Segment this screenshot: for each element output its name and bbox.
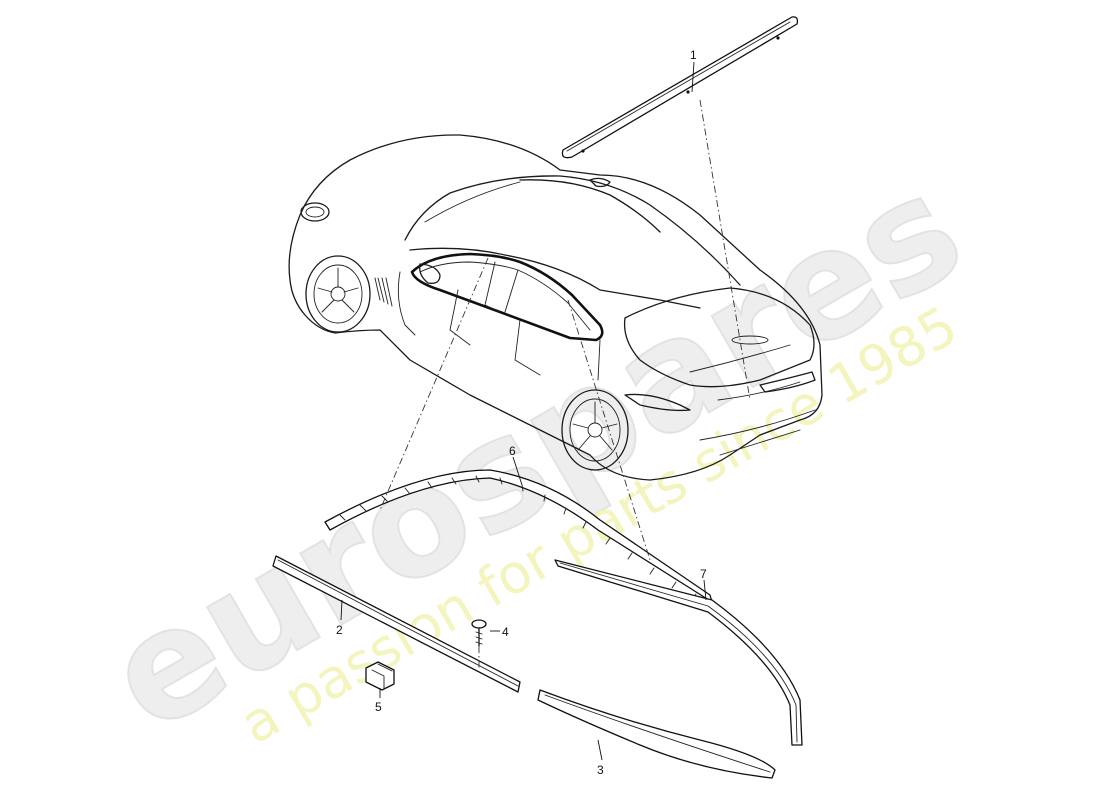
- part-1-roof-strip[interactable]: [561, 16, 799, 159]
- callout-7[interactable]: 7: [700, 567, 707, 581]
- car-illustration: [288, 134, 823, 481]
- part-4-screw[interactable]: [471, 619, 487, 647]
- watermark: eurospares a passion for parts since 198…: [80, 140, 990, 767]
- part-7-curved-seal[interactable]: [554, 559, 803, 746]
- callout-2[interactable]: 2: [336, 623, 343, 637]
- part-5-clip[interactable]: [365, 661, 395, 691]
- callout-6[interactable]: 6: [509, 444, 516, 458]
- callout-1[interactable]: 1: [690, 48, 697, 62]
- leader-lines: [340, 61, 707, 761]
- callout-5[interactable]: 5: [375, 700, 382, 714]
- part-3-lower-strip[interactable]: [537, 689, 776, 779]
- callout-labels: 1 2 3 4 5 6 7: [336, 48, 707, 777]
- callout-3[interactable]: 3: [597, 763, 604, 777]
- part-2-straight-strip[interactable]: [272, 555, 521, 693]
- callout-4[interactable]: 4: [502, 625, 509, 639]
- assembly-guide-lines: [379, 99, 751, 668]
- watermark-brand: eurospares: [81, 141, 989, 766]
